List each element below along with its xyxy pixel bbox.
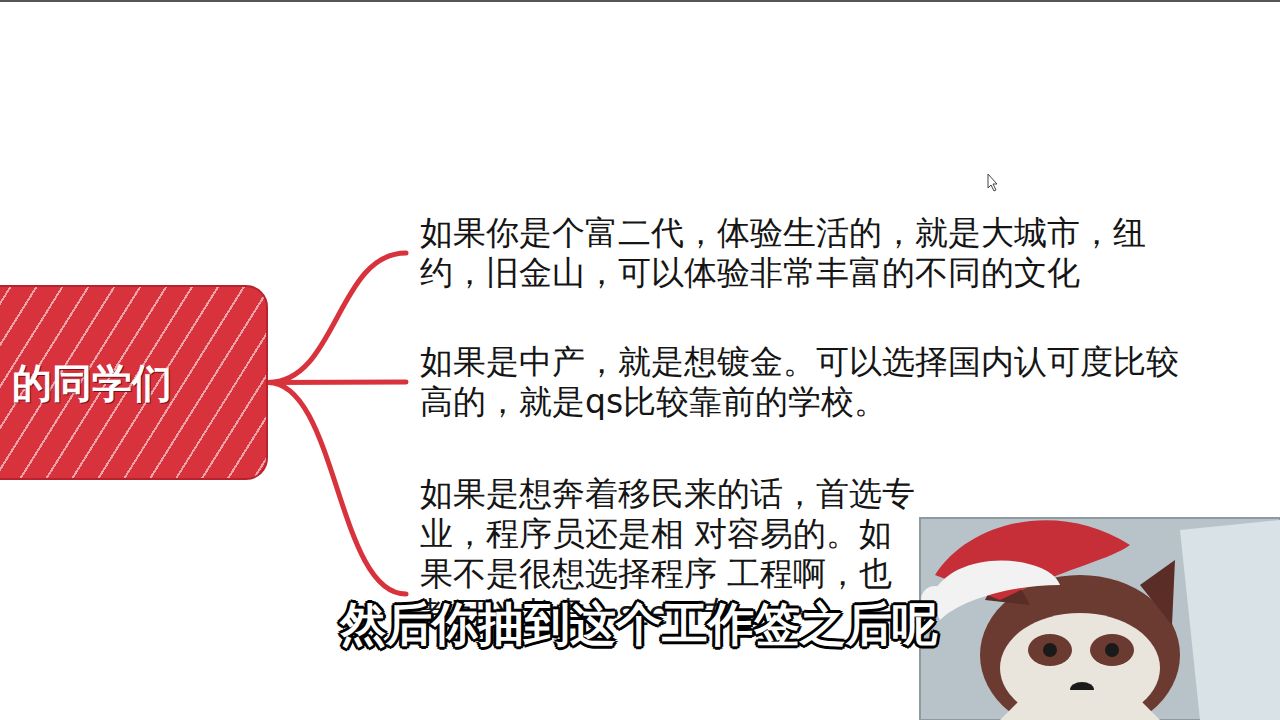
branch-text: 如果你是个富二代，体验生活的，就是大城市，纽 约，旧金山，可以体验非常丰富的不同…	[420, 213, 1186, 293]
node-text: 如果是中产，就是想镀金。可以选择国内认可度比较 高的，就是qs比较靠前的学校。	[420, 342, 1186, 422]
top-rule	[0, 0, 1280, 2]
branch-curve	[268, 380, 406, 386]
wrap-spacer	[920, 514, 1186, 714]
mouse-cursor	[988, 174, 997, 191]
branch-curve	[268, 253, 406, 383]
node-text: 如果你是个富二代，体验生活的，就是大城市，纽 约，旧金山，可以体验非常丰富的不同…	[420, 213, 1186, 293]
branch-curve	[268, 383, 406, 595]
central-topic: 的同学们	[0, 285, 268, 480]
node-text: 的同学们	[12, 359, 172, 407]
red-panda-picture	[920, 518, 1280, 720]
branch-text: 如果是想奔着移民来的话，首选专业，程序员还是相 对容易的。如果不是很想选择程序 …	[420, 474, 1186, 714]
subtitle: 然后你抽到这个工作签之后呢	[340, 594, 938, 656]
branch-text: 如果是中产，就是想镀金。可以选择国内认可度比较 高的，就是qs比较靠前的学校。	[420, 342, 1186, 422]
